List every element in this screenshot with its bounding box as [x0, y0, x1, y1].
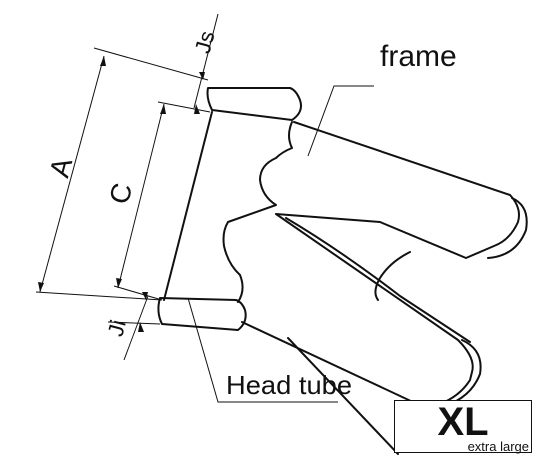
dimension-label-a: A: [43, 154, 78, 180]
down-tube-seam: [374, 251, 411, 301]
arrow-js-top: [199, 72, 205, 80]
arrowheads: [38, 56, 205, 332]
dimension-lines: [35, 13, 374, 403]
upper-headset-cup: [206, 87, 302, 121]
arrow-js-bottom: [194, 104, 200, 114]
top-tube-end: [487, 197, 528, 259]
top-tube: [275, 121, 520, 259]
dimension-line-ji: [123, 295, 149, 361]
head-tube-body: [163, 111, 293, 303]
frame-leader-line: [307, 85, 374, 157]
size-description: extra large: [467, 439, 529, 454]
size-code: XL: [437, 400, 489, 444]
arrow-ji-bottom: [138, 322, 144, 332]
dimension-line-js: [193, 13, 219, 109]
extension-line-a-bottom: [35, 291, 163, 301]
down-tube-inner: [285, 217, 471, 343]
size-badge: XL extra large: [394, 400, 532, 453]
extension-line-c-bottom: [113, 285, 163, 301]
frame-label: frame: [380, 40, 457, 73]
arrow-c-top: [160, 104, 166, 114]
arrow-a-top: [100, 56, 106, 66]
arrow-c-bottom: [116, 278, 122, 288]
dimension-label-js: Js: [190, 28, 220, 56]
lower-headset-cup: [157, 297, 247, 331]
head-tube-leader-line: [187, 297, 338, 403]
extension-line-c-top: [157, 101, 211, 113]
fork-steerer: [287, 337, 399, 455]
extension-line-a-top: [93, 47, 209, 81]
down-tube-end: [437, 339, 482, 409]
dimension-line-a: [39, 55, 105, 293]
arrow-ji-top: [142, 292, 148, 300]
head-tube-label: Head tube: [226, 370, 352, 400]
dimension-label-ji: Ji: [103, 317, 131, 339]
extension-line-ji-bottom: [107, 321, 161, 325]
dimension-label-c: C: [103, 180, 138, 208]
dimension-line-c: [117, 103, 165, 289]
arrow-a-bottom: [38, 282, 44, 292]
